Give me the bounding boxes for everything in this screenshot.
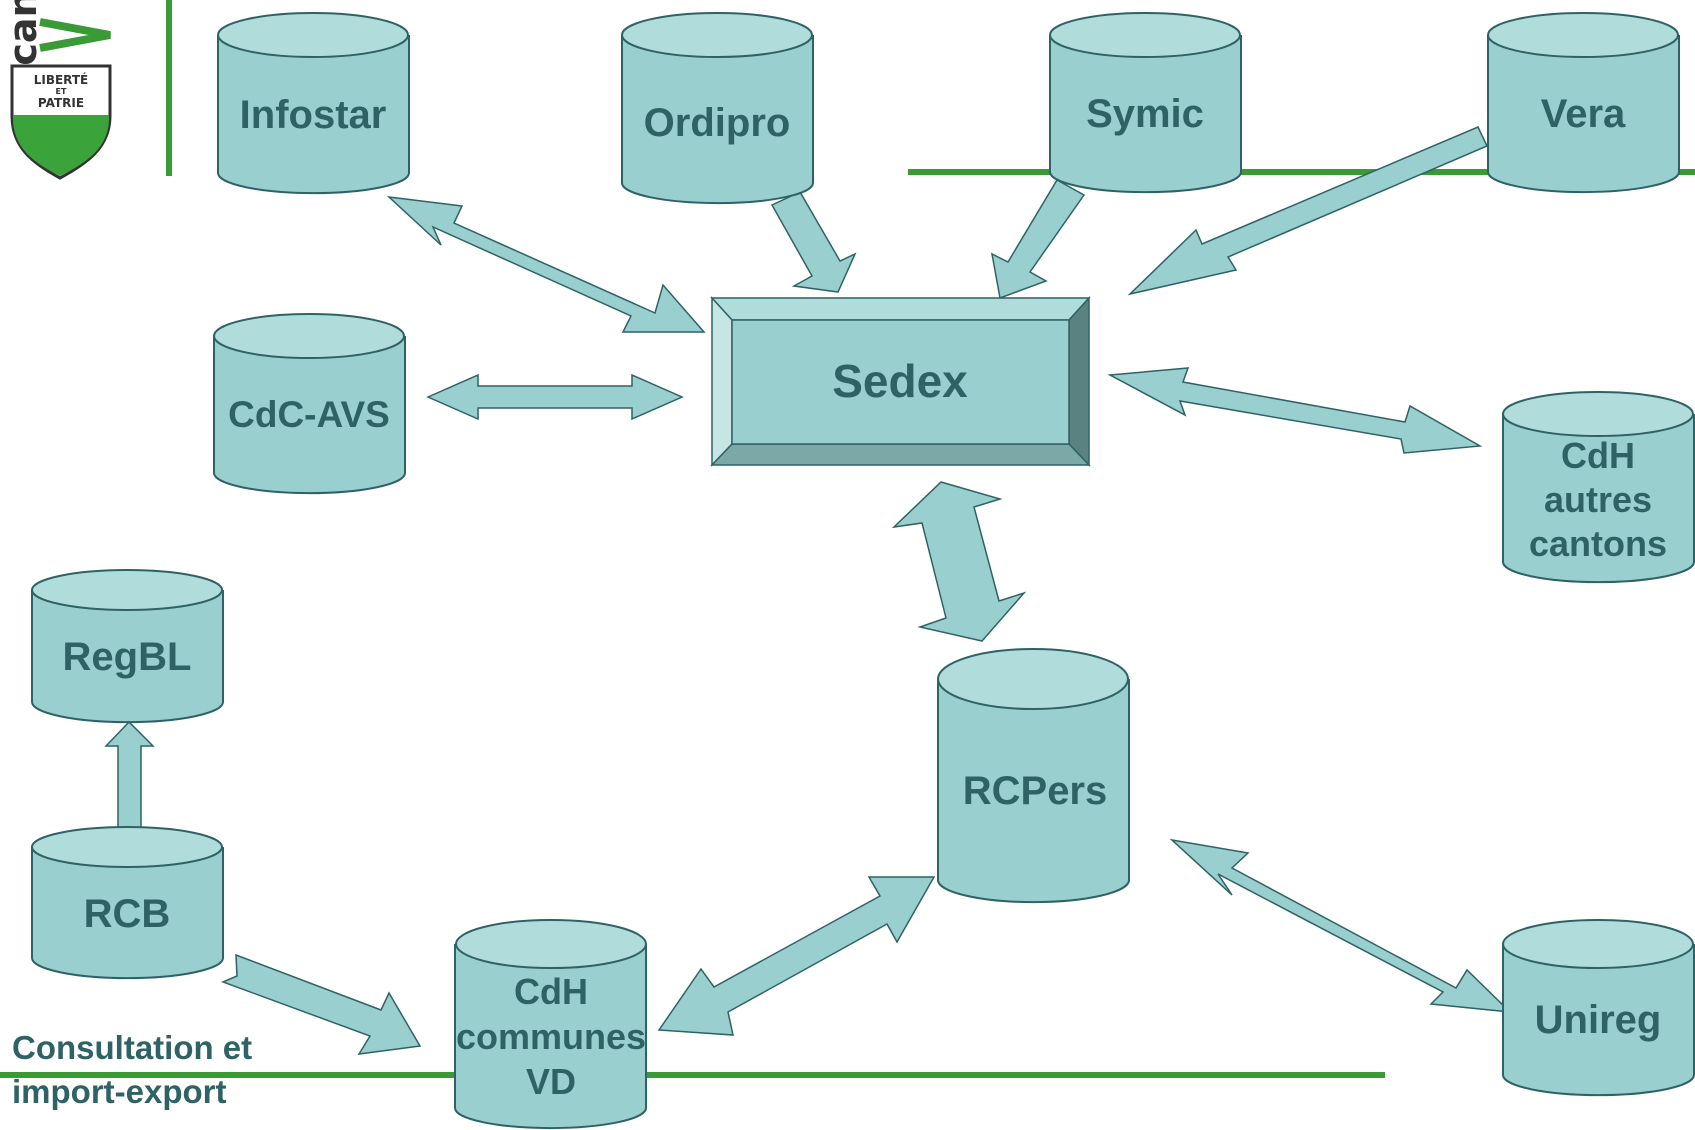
logo-shield-green <box>13 115 109 176</box>
cdhautres-label-3: cantons <box>1529 523 1667 564</box>
arrow-cdcavs-sedex <box>426 373 684 421</box>
cylinder-rcb: RCB <box>31 826 224 980</box>
arrow-ordipro-sedex <box>770 191 857 293</box>
arrow-sedex-rcpers <box>891 481 1027 642</box>
cdhautres-body <box>1502 414 1695 584</box>
cylinder-cdc-avs: CdC-AVS <box>213 313 406 495</box>
logo-v-mark <box>39 18 111 52</box>
regbl-body <box>31 590 224 724</box>
symic-body <box>1049 35 1242 194</box>
sedex-face <box>731 319 1070 445</box>
infostar-label: Infostar <box>240 93 387 137</box>
cylinder-ordipro: Ordipro <box>621 12 814 205</box>
cylinder-cdh-autres-cantons: CdH autres cantons <box>1502 391 1695 584</box>
sedex-bevel-top <box>710 297 1091 321</box>
infostar-body <box>217 35 410 195</box>
sedex-label: Sedex <box>832 355 968 407</box>
cylinder-infostar: Infostar <box>217 12 410 195</box>
rcpers-body <box>937 679 1130 904</box>
cdhcommunes-top <box>455 919 647 969</box>
sedex-hub: Sedex <box>710 296 1091 467</box>
cylinder-vera: Vera <box>1487 12 1680 194</box>
cdcavs-top <box>213 313 405 359</box>
cdhautres-label-2: autres <box>1544 479 1652 520</box>
arrow-rcb-regbl <box>104 720 155 831</box>
rcb-body <box>31 847 224 980</box>
infostar-top <box>217 12 409 58</box>
symic-top <box>1049 12 1241 58</box>
logo-motto-2: ET <box>56 87 67 96</box>
cdhcommunes-label-3: VD <box>526 1061 576 1102</box>
arrow-infostar-sedex <box>386 195 706 333</box>
logo-partial-text: can <box>1 0 45 66</box>
canton-logo: can LIBERTÉ ET PATRIE <box>1 0 112 180</box>
logo-motto-3: PATRIE <box>38 96 84 110</box>
footer-caption-line2: import-export <box>12 1073 227 1110</box>
ordipro-top <box>621 12 813 58</box>
rcpers-label: RCPers <box>963 769 1108 813</box>
cylinder-symic: Symic <box>1049 12 1242 194</box>
cdhautres-label-1: CdH <box>1561 435 1635 476</box>
ordipro-label: Ordipro <box>644 101 791 145</box>
unireg-label: Unireg <box>1535 998 1662 1042</box>
symic-label: Symic <box>1086 92 1204 136</box>
sedex-bevel-left <box>711 296 733 467</box>
vera-body <box>1487 35 1680 194</box>
sedex-bevel-bottom <box>710 443 1091 466</box>
arrow-rcpers-unireg <box>1169 838 1513 1013</box>
vera-label: Vera <box>1541 92 1626 136</box>
arrow-vera-sedex <box>1127 126 1489 296</box>
rcb-top <box>31 826 223 868</box>
arrow-cdhcommunes-rcpers <box>657 876 936 1036</box>
cdhautres-top <box>1502 391 1694 437</box>
cdcavs-label: CdC-AVS <box>228 394 390 435</box>
cdhcommunes-label-1: CdH <box>514 971 588 1012</box>
unireg-body <box>1502 944 1695 1097</box>
footer-caption-line1: Consultation et <box>12 1029 252 1066</box>
vera-top <box>1487 12 1679 58</box>
rcb-label: RCB <box>84 892 171 936</box>
arrow-sedex-cdhautres <box>1107 367 1483 454</box>
cylinder-rcpers: RCPers <box>937 648 1130 904</box>
ordipro-body <box>621 35 814 205</box>
regbl-top <box>31 569 223 611</box>
arrow-rcb-cdhcommunes <box>220 953 422 1055</box>
cdcavs-body <box>213 336 406 495</box>
cylinder-regbl: RegBL <box>31 569 224 724</box>
cdhcommunes-label-2: communes <box>456 1016 646 1057</box>
arrows <box>104 126 1513 1055</box>
cylinder-unireg: Unireg <box>1502 919 1695 1097</box>
sedex-bevel-right <box>1068 296 1090 467</box>
arrow-symic-sedex <box>990 178 1086 300</box>
logo-motto-1: LIBERTÉ <box>34 72 89 87</box>
cylinder-cdh-communes-vd: CdH communes VD <box>454 919 647 1130</box>
rcpers-top <box>937 648 1129 710</box>
cdhcommunes-body <box>454 944 647 1130</box>
regbl-label: RegBL <box>63 635 192 679</box>
unireg-top <box>1502 919 1694 969</box>
